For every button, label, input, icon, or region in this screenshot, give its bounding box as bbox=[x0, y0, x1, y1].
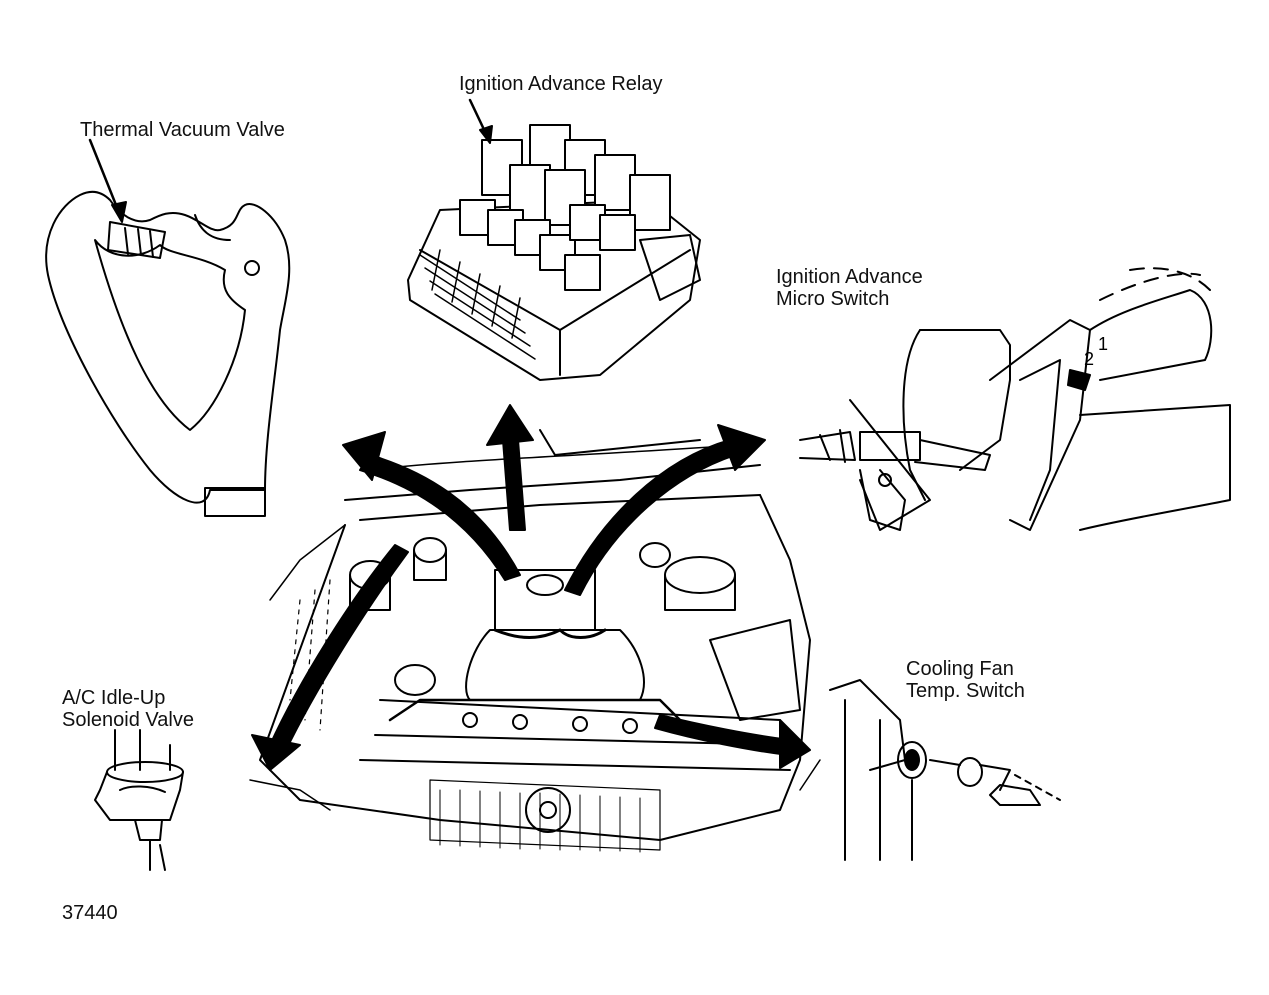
micro-switch-label-line2: Micro Switch bbox=[776, 288, 890, 310]
cooling-fan-temp-switch-label: Cooling Fan Temp. Switch bbox=[906, 658, 1025, 702]
micro-switch-label-line1: Ignition Advance bbox=[776, 266, 923, 288]
cooling-fan-temp-switch-drawing bbox=[829, 679, 1061, 861]
thermal-vacuum-valve-drawing bbox=[45, 138, 291, 517]
pointer-arrows bbox=[251, 404, 811, 771]
ignition-advance-micro-switch-drawing: 2 1 bbox=[799, 267, 1231, 531]
ac-label-line2: Solenoid Valve bbox=[62, 709, 194, 731]
ac-label-line1: A/C Idle-Up bbox=[62, 687, 166, 709]
figure-number: 37440 bbox=[62, 902, 118, 924]
ignition-advance-relay-label: Ignition Advance Relay bbox=[459, 73, 663, 95]
micro-switch-pos-2: 2 bbox=[1084, 349, 1094, 369]
cooling-fan-label-line1: Cooling Fan bbox=[906, 658, 1014, 680]
ignition-advance-relay-drawing bbox=[407, 98, 701, 381]
thermal-vacuum-valve-label: Thermal Vacuum Valve bbox=[80, 119, 285, 141]
ac-idle-up-solenoid-valve-drawing bbox=[94, 729, 184, 871]
cooling-fan-label-line2: Temp. Switch bbox=[906, 680, 1025, 702]
micro-switch-pos-1: 1 bbox=[1098, 334, 1108, 354]
ac-idle-up-solenoid-valve-label: A/C Idle-Up Solenoid Valve bbox=[62, 687, 194, 731]
ignition-advance-micro-switch-label: Ignition Advance Micro Switch bbox=[776, 266, 923, 310]
